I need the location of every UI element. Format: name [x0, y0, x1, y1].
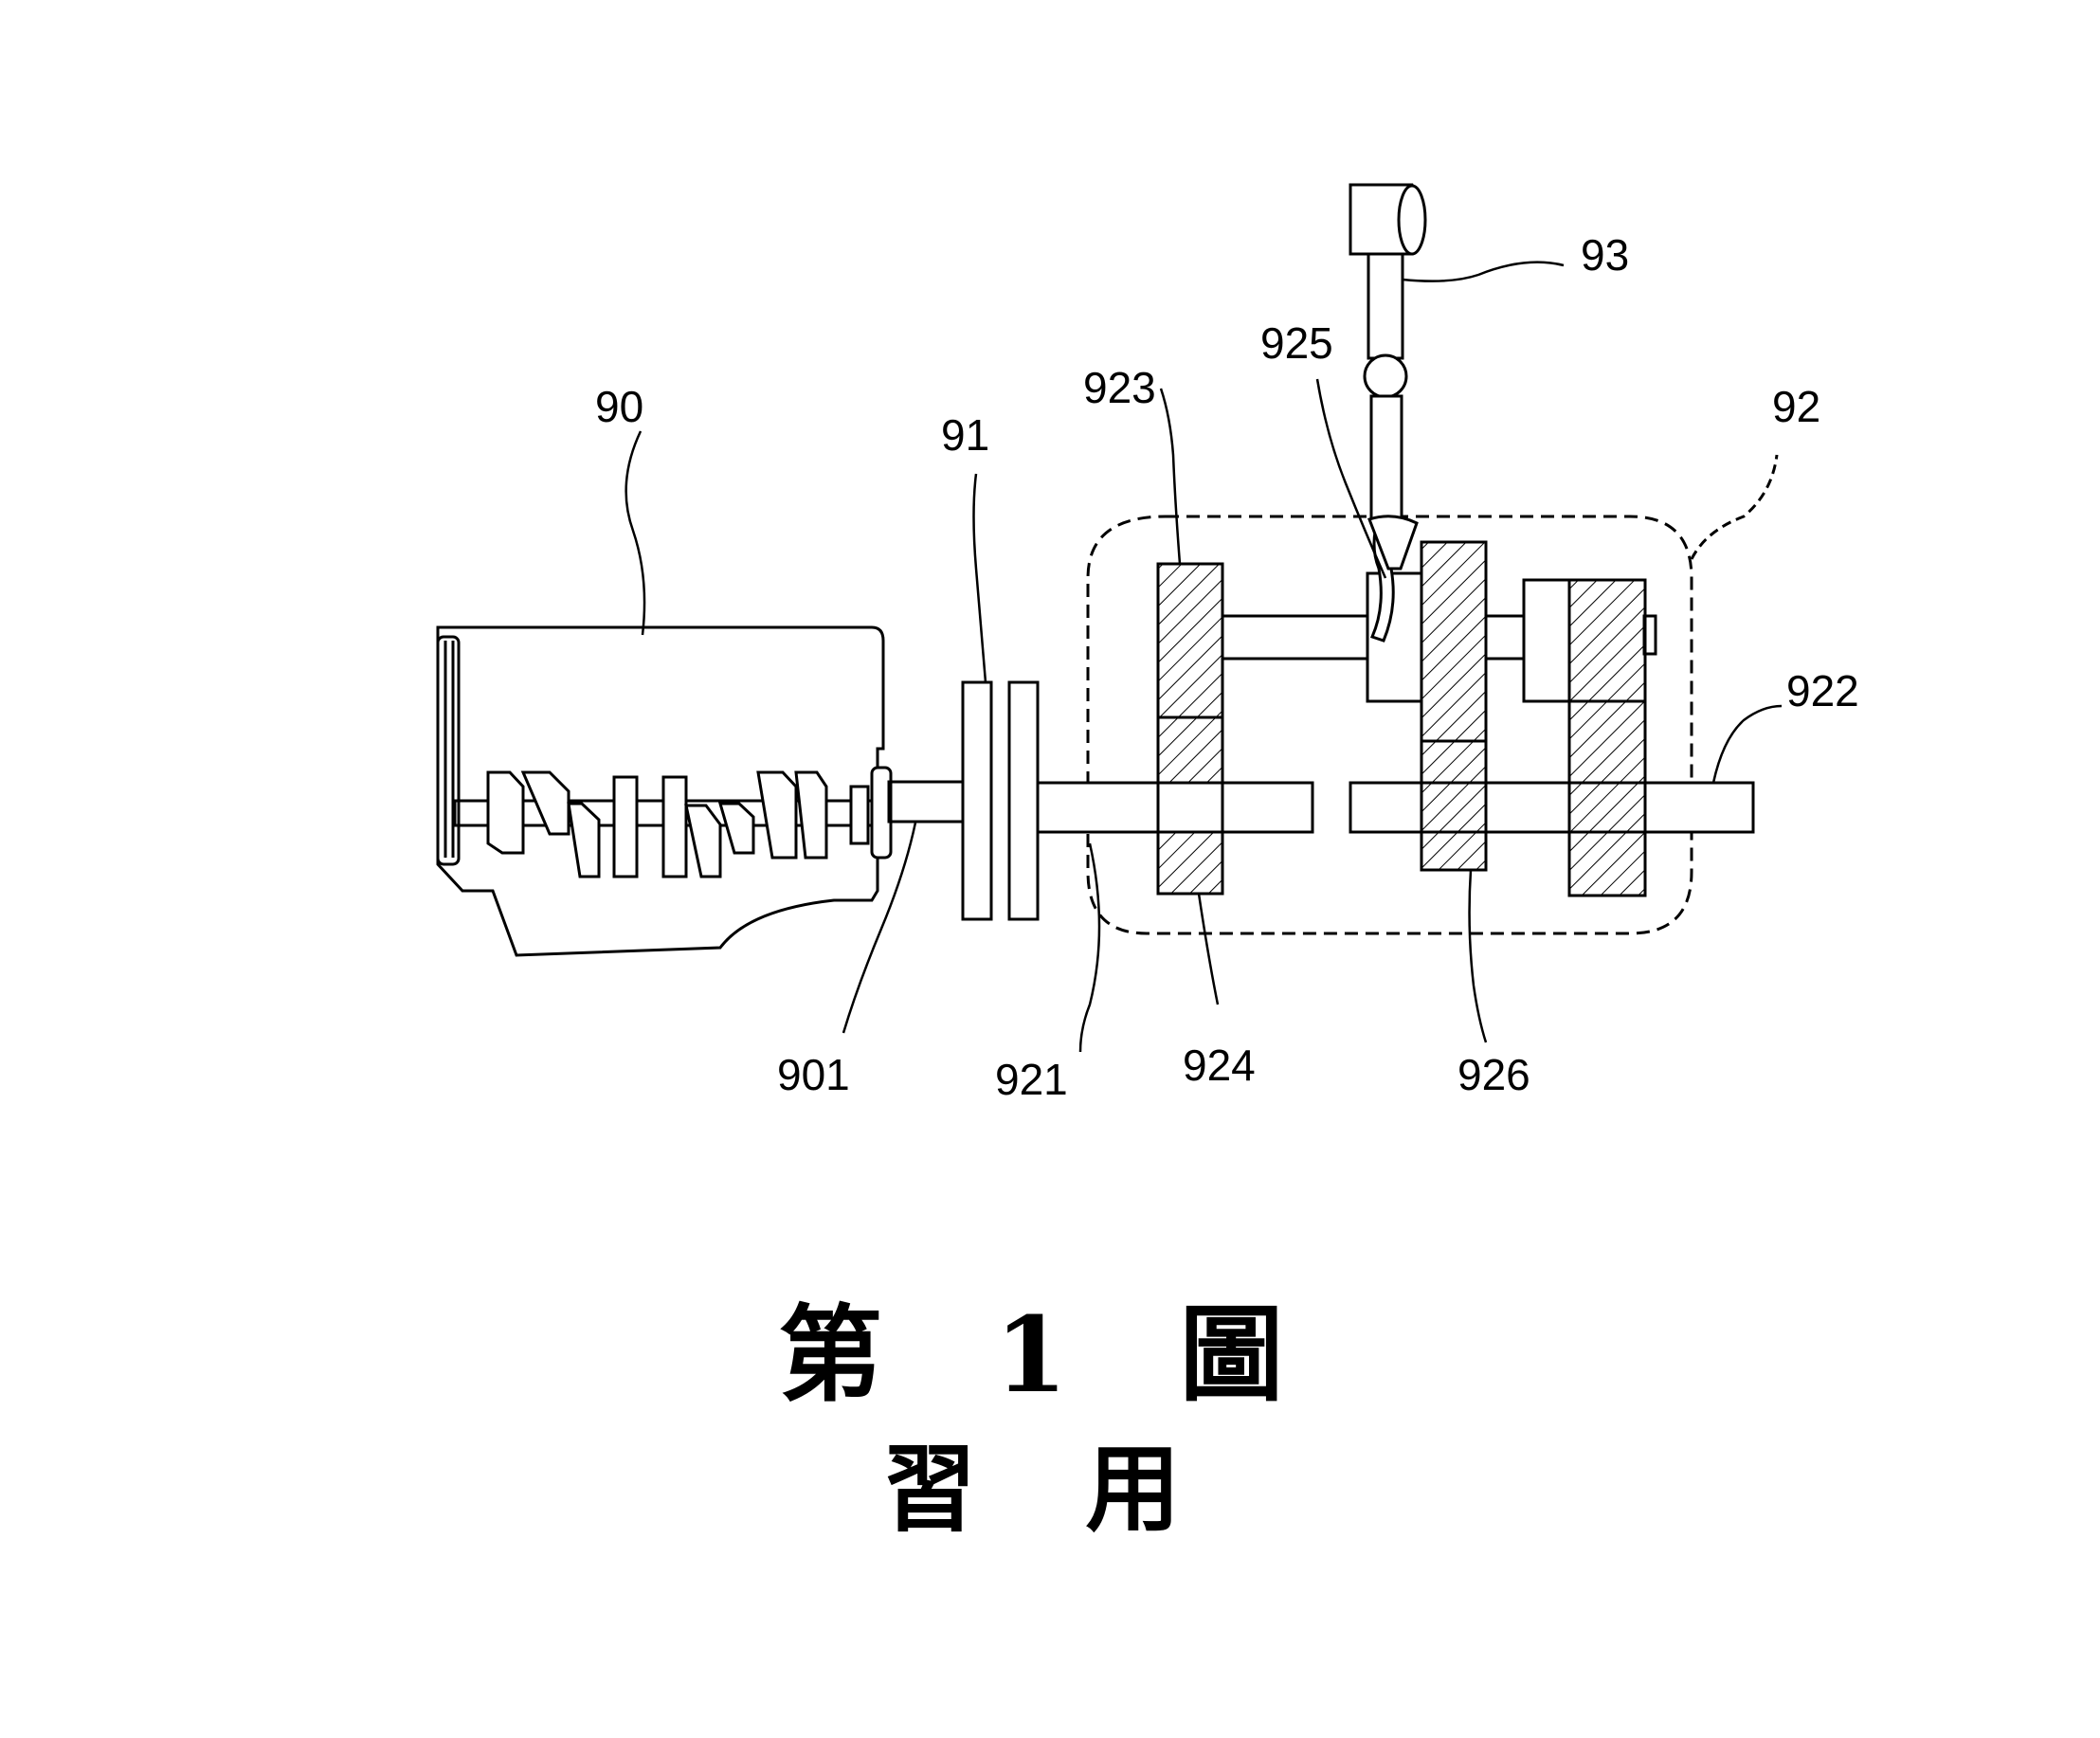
crankshaft-output	[887, 780, 965, 824]
gear-right-sleeve	[1522, 578, 1571, 703]
figure-subtitle: 習 用	[881, 1433, 1219, 1545]
gear-926-upper	[1420, 540, 1488, 743]
gearbox-housing	[1086, 515, 1693, 935]
figure-title: 第 1 圖	[778, 1294, 1322, 1416]
crankshaft	[453, 766, 893, 878]
gear-right-lower	[1567, 699, 1647, 897]
label-input-shaft: 921	[995, 1055, 1068, 1104]
label-gear-926: 926	[1457, 1050, 1530, 1099]
leader-lines	[625, 261, 1783, 1053]
engine	[436, 625, 885, 957]
gearbox-leader	[1690, 454, 1779, 560]
gear-923	[1156, 562, 1224, 719]
countershaft	[1221, 614, 1376, 661]
label-output-shaft: 922	[1786, 666, 1859, 715]
clutch	[961, 680, 1040, 921]
gear-right-upper	[1567, 578, 1647, 703]
label-gear-924: 924	[1183, 1041, 1256, 1090]
output-shaft	[1349, 781, 1755, 834]
label-shift-lever: 93	[1581, 230, 1629, 280]
label-crankshaft: 901	[777, 1050, 850, 1099]
shift-lever	[1349, 183, 1427, 570]
label-gearbox: 92	[1772, 382, 1820, 431]
label-engine: 90	[595, 382, 643, 431]
label-clutch: 91	[941, 410, 989, 460]
gear-926	[1420, 739, 1488, 872]
countershaft-right	[1484, 614, 1526, 661]
label-selector-fork: 925	[1260, 318, 1333, 368]
label-gear-923: 923	[1083, 363, 1156, 412]
